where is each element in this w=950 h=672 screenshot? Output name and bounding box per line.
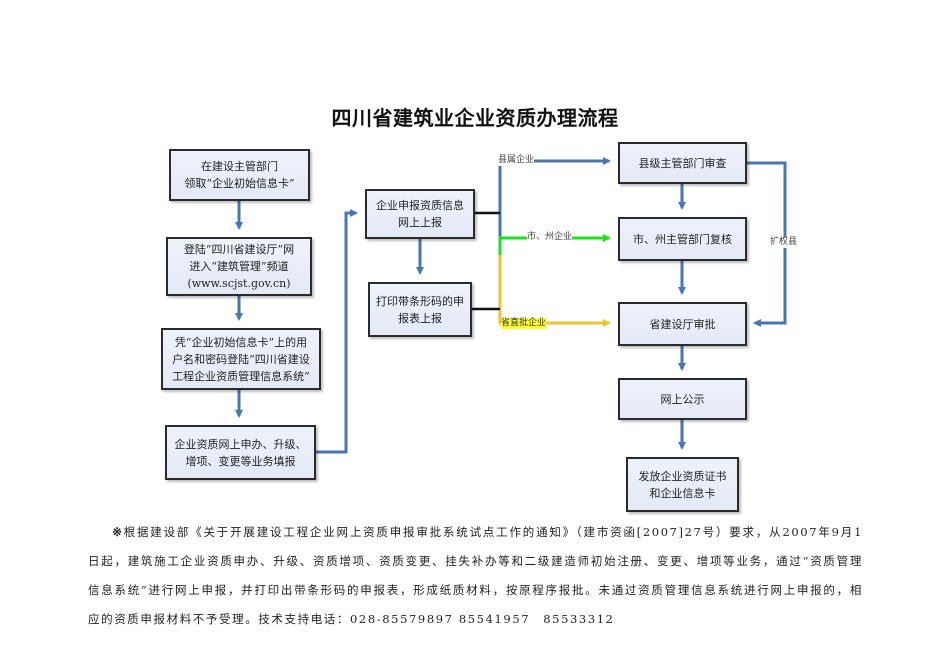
arrow-branch-county — [498, 157, 611, 213]
arrow-branch-province — [498, 255, 611, 327]
step-province-approval: 省建设厅审批 — [618, 302, 747, 346]
label-county-enterprise: 县属企业 — [498, 155, 535, 166]
footnote: ※根据建设部《关于开展建设工程企业网上资质申报审批系统试点工作的通知》（建市资函… — [88, 518, 863, 634]
step-get-info-card: 在建设主管部门 领取“企业初始信息卡” — [169, 149, 310, 201]
page-title: 四川省建筑业企业资质办理流程 — [331, 106, 619, 130]
label-city-enterprise: 市、州企业 — [527, 232, 573, 243]
step-submit-online: 企业申报资质信息 网上上报 — [365, 189, 475, 239]
step-login-system: 凭“企业初始信息卡”上的用 户名和密码登陆“四川省建设 工程企业资质管理信息系统… — [161, 328, 321, 390]
step-print-barcode: 打印带条形码的申 报表上报 — [368, 282, 472, 337]
step-online-filing: 企业资质网上申办、升级、 增项、变更等业务填报 — [165, 425, 316, 480]
step-issue-certificate: 发放企业资质证书 和企业信息卡 — [626, 457, 739, 512]
step-online-publicity: 网上公示 — [618, 378, 747, 420]
label-province-enterprise: 省直批企业 — [501, 318, 547, 329]
label-expanded-county: 扩权县 — [770, 237, 798, 248]
note-text: 根据建设部《关于开展建设工程企业网上资质申报审批系统试点工作的通知》（建市资函[… — [88, 525, 863, 626]
step-county-review: 县级主管部门审查 — [618, 142, 747, 184]
step-login-website: 登陆“四川省建设厅”网 进入“建筑管理”频道 (www.scjst.gov.cn… — [166, 237, 312, 296]
step-city-recheck: 市、州主管部门复核 — [618, 217, 747, 261]
arrow-branch-city — [498, 234, 611, 255]
arrow-step4-submit — [316, 209, 358, 454]
note-marker: ※ — [112, 525, 124, 539]
